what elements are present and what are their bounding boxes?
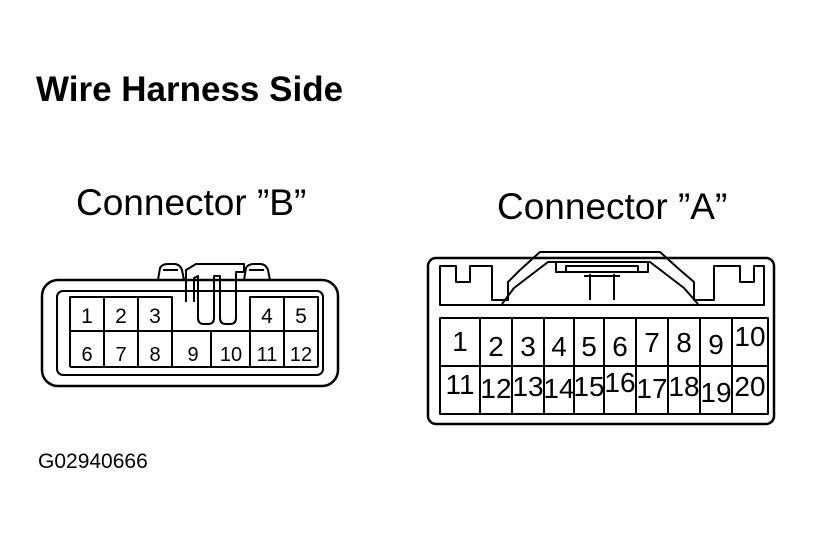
pin-label: 5 [295,305,307,328]
connector-a-pins: 1 2 3 4 5 6 7 8 9 10 11 12 13 14 15 16 1… [445,321,765,408]
pin-label: 3 [520,331,536,362]
connector-a-label: Connector ”A” [497,186,728,227]
pin-label: 19 [700,377,731,408]
pin-label: 4 [551,331,567,362]
pin-label: 13 [512,371,543,402]
pin-label: 2 [115,305,127,328]
connector-b-pins: 1 2 3 4 5 6 7 8 9 10 11 12 [81,305,312,366]
pin-label: 3 [149,305,161,328]
pin-label: 1 [452,326,468,357]
pin-label: 15 [573,371,604,402]
pin-label: 11 [445,369,474,400]
pin-label: 14 [543,373,574,404]
pin-label: 8 [676,327,692,358]
pin-label: 2 [488,331,504,362]
pin-label: 12 [480,373,511,404]
pin-label: 10 [734,321,765,352]
connector-a-housing [426,251,776,426]
pin-label: 11 [257,344,278,366]
pin-label: 1 [81,305,93,328]
pin-label: 6 [612,331,628,362]
pin-label: 6 [81,344,92,366]
pin-label: 16 [604,367,635,398]
pin-label: 9 [187,344,198,366]
pin-label: 20 [734,371,765,402]
pin-label: 9 [708,329,724,360]
pin-label: 7 [644,327,660,358]
connector-b-label: Connector ”B” [76,182,307,223]
pin-label: 7 [115,344,126,366]
page-title: Wire Harness Side [36,70,344,109]
pin-label: 5 [581,331,597,362]
pin-label: 18 [668,371,699,402]
pin-label: 17 [636,373,667,404]
figure-code: G02940666 [38,450,148,473]
pin-label: 12 [290,344,312,366]
pin-label: 10 [220,344,242,366]
pin-label: 4 [261,305,273,328]
pin-label: 8 [149,344,160,366]
connector-b-housing [40,263,340,388]
